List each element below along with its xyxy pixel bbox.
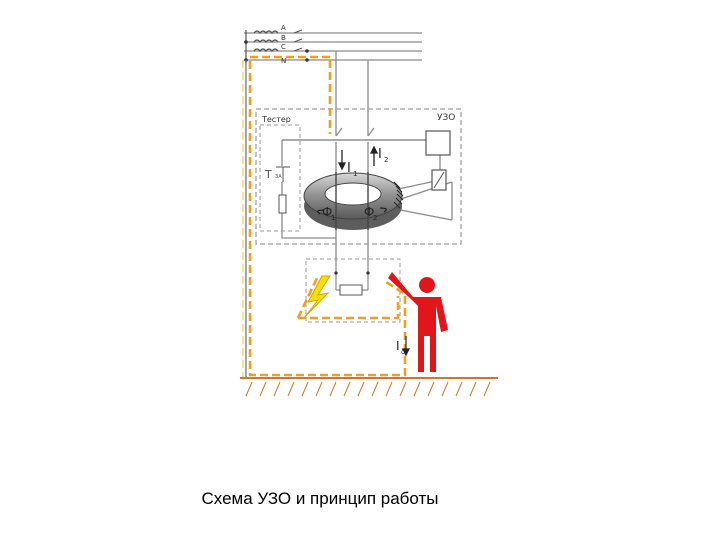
flux-2-label: Ф (364, 205, 374, 219)
neutral-label: N (281, 57, 286, 65)
toroid-core-icon (303, 172, 404, 230)
lightning-bolt-icon (303, 275, 331, 319)
phase-labels: A B C N (281, 24, 286, 65)
fault-current-path (242, 55, 407, 380)
load-terminal-1 (334, 271, 338, 275)
current-1-sub: 1 (353, 170, 357, 178)
test-button-sublabel: ЗА (275, 174, 282, 180)
phase-c-label: C (281, 43, 286, 51)
flux-1-sub: 1 (331, 214, 335, 222)
rcd-enclosure (255, 108, 462, 245)
tester-box (259, 124, 301, 232)
relay-box (425, 130, 451, 156)
leak-current-arrow (402, 336, 410, 357)
rcd-label: УЗО (437, 113, 455, 123)
test-button-label: T (264, 168, 272, 181)
flux-1-label: Ф (322, 205, 332, 219)
current-arrows (337, 145, 379, 171)
caption-box: Схема УЗО и принцип работы (176, 483, 464, 515)
load-resistor (339, 284, 363, 296)
supply-lines (244, 32, 422, 61)
current-1-label: I (347, 161, 351, 176)
load-enclosure (305, 258, 401, 323)
flux-2-sub: 2 (373, 214, 377, 222)
person-icon (388, 272, 448, 372)
ground-hatch-icon (240, 377, 498, 397)
test-resistor (278, 194, 287, 214)
phase-b-label: B (281, 34, 286, 42)
load-wires (281, 51, 453, 262)
leak-current-label: I (396, 339, 400, 353)
supply-switches (293, 29, 303, 52)
current-2-sub: 2 (384, 156, 388, 164)
load-terminal-2 (366, 271, 370, 275)
tester-label: Тестер (261, 115, 291, 124)
current-2-label: I (378, 147, 382, 162)
current-labels: I 1 I 2 Ф 1 Ф 2 (322, 147, 388, 222)
diagram-caption: Схема УЗО и принцип работы (201, 489, 439, 508)
leak-current-sub: δ (401, 348, 405, 356)
load-wiring (335, 262, 369, 291)
phase-a-label: A (281, 24, 286, 32)
relay-coil-icon (431, 169, 447, 191)
test-button: T ЗА (264, 166, 290, 182)
supply-coils-icon (245, 30, 279, 63)
